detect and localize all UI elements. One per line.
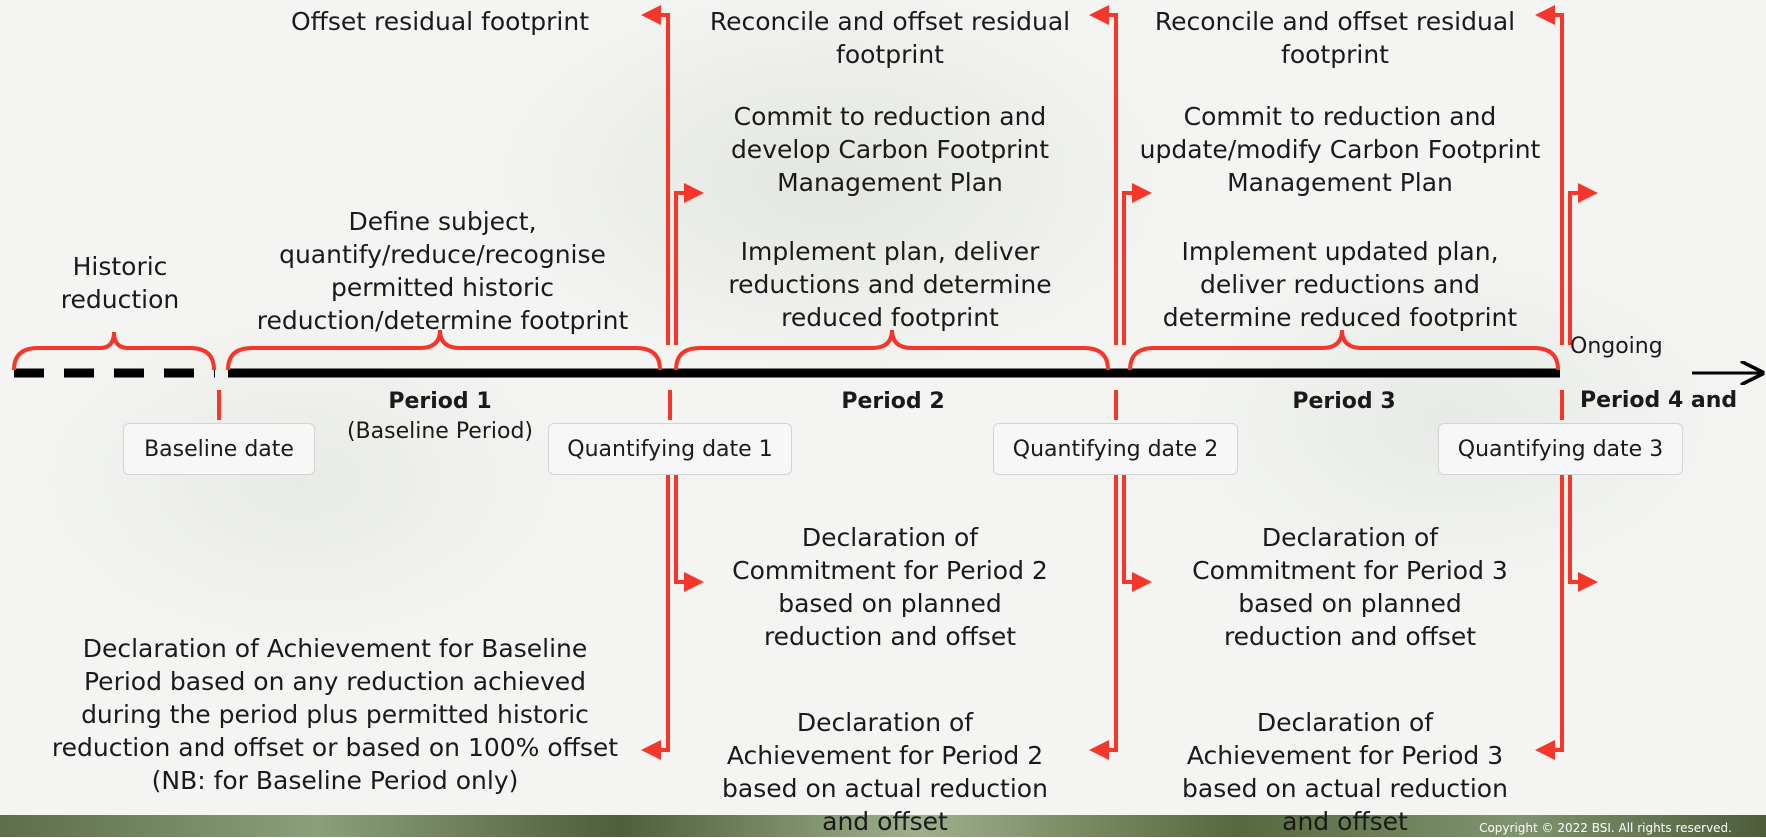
commitment-period-2-text: Declaration of Commitment for Period 2 b… (732, 523, 1048, 651)
brace-period-1 (226, 329, 662, 371)
period-3-task-text: Implement updated plan, deliver reductio… (1162, 237, 1518, 332)
q2-arrow-up-offset (1089, 5, 1118, 345)
commit-develop-plan-text: Commit to reduction and develop Carbon F… (730, 102, 1050, 197)
historic-reduction-text: Historic reduction (60, 252, 180, 314)
period-3-label: Period 3 (1292, 389, 1396, 414)
q3-arrow-up-offset (1535, 5, 1564, 345)
commitment-period-3-text: Declaration of Commitment for Period 3 b… (1192, 523, 1508, 651)
q1-arrow-down-achieve (641, 475, 670, 760)
foliage-footer-strip (0, 815, 1766, 837)
brace-historic (12, 331, 216, 371)
q1-arrow-up-plan (674, 183, 704, 345)
q2-arrow-down-achieve (1089, 475, 1118, 760)
reconcile-offset-p2-text: Reconcile and offset residual footprint (709, 7, 1071, 69)
q3-arrow-up-plan (1568, 183, 1598, 345)
q1-arrow-down-commit (674, 475, 704, 592)
offset-residual-p1-text: Offset residual footprint (291, 7, 589, 36)
q3-arrow-down-commit (1568, 475, 1598, 592)
baseline-achievement-text: Declaration of Achievement for Baseline … (51, 634, 619, 762)
period-2-label: Period 2 (841, 389, 945, 414)
q2-arrow-down-commit (1122, 475, 1152, 592)
baseline-note-text: (NB: for Baseline Period only) (151, 766, 519, 795)
brace-period-3 (1128, 329, 1560, 371)
baseline-date-box: Baseline date (123, 423, 315, 475)
brace-period-2 (674, 329, 1110, 371)
commit-update-plan-text: Commit to reduction and update/modify Ca… (1139, 102, 1541, 197)
q3-arrow-down-achieve (1535, 475, 1564, 760)
period-4-label: Period 4 and (1580, 388, 1738, 413)
quantifying-date-2-box: Quantifying date 2 (993, 423, 1238, 475)
ongoing-text: Ongoing (1570, 334, 1663, 359)
q1-arrow-up-offset (641, 5, 670, 345)
period-2-task-text: Implement plan, deliver reductions and d… (728, 237, 1052, 332)
q2-arrow-up-plan (1122, 183, 1152, 345)
period-1-label: Period 1 (388, 389, 492, 414)
quantifying-date-3-box: Quantifying date 3 (1438, 423, 1683, 475)
quantifying-date-1-box: Quantifying date 1 (548, 423, 792, 475)
copyright-text: Copyright © 2022 BSI. All rights reserve… (1479, 821, 1732, 835)
period-1-subtitle: (Baseline Period) (346, 419, 534, 444)
achievement-period-2-text: Declaration of Achievement for Period 2 … (722, 708, 1048, 836)
period-1-task-text: Define subject, quantify/reduce/recognis… (256, 207, 629, 335)
achievement-period-3-text: Declaration of Achievement for Period 3 … (1182, 708, 1508, 836)
reconcile-offset-p3-text: Reconcile and offset residual footprint (1154, 7, 1516, 69)
